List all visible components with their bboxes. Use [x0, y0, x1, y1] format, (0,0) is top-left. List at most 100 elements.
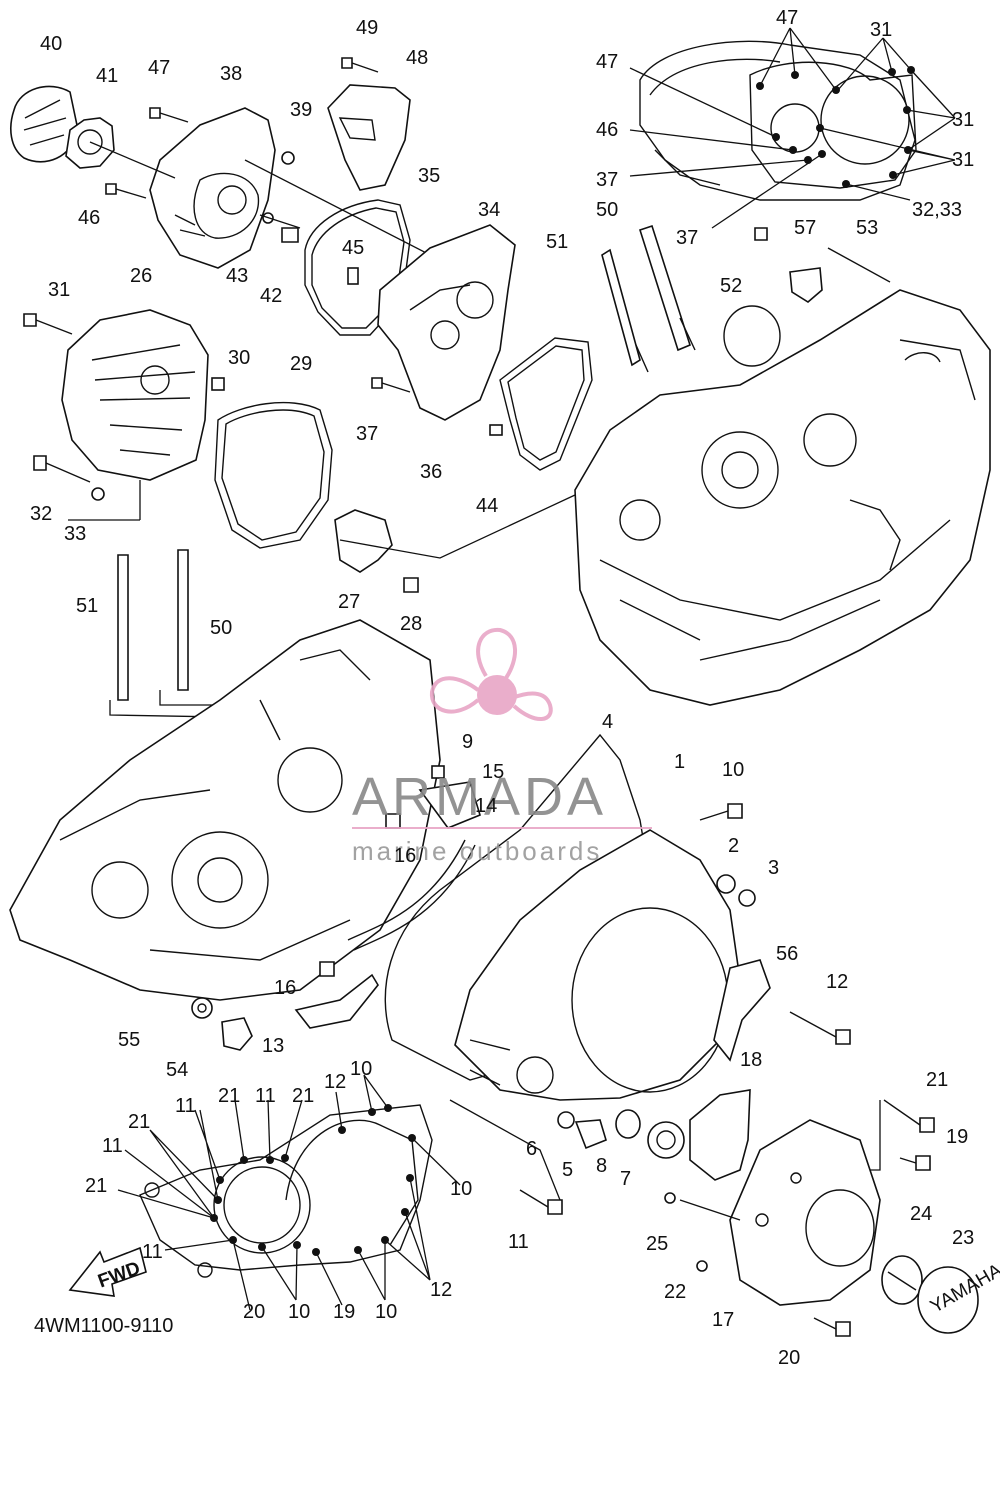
callout-10e: 10 — [375, 1301, 397, 1323]
callout-21b: 21 — [292, 1085, 314, 1107]
callout-28: 28 — [400, 613, 422, 635]
callout-12b: 12 — [324, 1071, 346, 1093]
callout-9: 9 — [462, 731, 473, 753]
callout-37c: 37 — [676, 227, 698, 249]
callout-14: 14 — [475, 795, 497, 817]
callout-53: 53 — [856, 217, 878, 239]
callout-39: 39 — [290, 99, 312, 121]
callout-51b: 51 — [76, 595, 98, 617]
callout-12a: 12 — [826, 971, 848, 993]
cover-bottom-right: YAMAHA — [664, 1099, 1000, 1337]
callout-43: 43 — [226, 265, 248, 287]
callout-48: 48 — [406, 47, 428, 69]
callout-2: 2 — [728, 835, 739, 857]
callout-31c: 31 — [952, 109, 974, 131]
callout-19b: 19 — [333, 1301, 355, 1323]
callout-47c: 47 — [776, 7, 798, 29]
callout-52: 52 — [720, 275, 742, 297]
callout-10a: 10 — [722, 759, 744, 781]
callout-31b: 31 — [870, 19, 892, 41]
part-group-top-left — [10, 85, 441, 269]
callout-44: 44 — [476, 495, 498, 517]
callout-18: 18 — [740, 1049, 762, 1071]
callout-51a: 51 — [546, 231, 568, 253]
callout-26: 26 — [130, 265, 152, 287]
callout-50a: 50 — [596, 199, 618, 221]
callout-42: 42 — [260, 285, 282, 307]
callout-27: 27 — [338, 591, 360, 613]
watermark-tagline: marine outboards — [352, 836, 602, 866]
diagram-code: 4WM1100-9110 — [34, 1315, 173, 1337]
crankcase-cover-center — [294, 733, 851, 1201]
callout-6: 6 — [526, 1138, 537, 1160]
callout-24: 24 — [910, 1203, 932, 1225]
callout-37a: 37 — [356, 423, 378, 445]
callout-41: 41 — [96, 65, 118, 87]
callout-10c: 10 — [450, 1178, 472, 1200]
callout-16b: 16 — [274, 977, 296, 999]
callout-10d: 10 — [288, 1301, 310, 1323]
callout-37b: 37 — [596, 169, 618, 191]
callout-3: 3 — [768, 857, 779, 879]
callout-8: 8 — [596, 1155, 607, 1177]
callout-21e: 21 — [926, 1069, 948, 1091]
callout-5: 5 — [562, 1159, 573, 1181]
callout-11a: 11 — [175, 1095, 196, 1117]
callout-20b: 20 — [778, 1347, 800, 1369]
callout-7: 7 — [620, 1168, 631, 1190]
callout-19a: 19 — [946, 1126, 968, 1148]
watermark: ARMADA marine outboards — [352, 627, 652, 866]
crankcase-left-lower — [9, 549, 441, 1051]
callout-47a: 47 — [148, 57, 170, 79]
callout-11c: 11 — [102, 1135, 123, 1157]
callout-labels: 1 2 3 4 5 6 7 8 9 10 10 10 10 10 10 11 1… — [30, 7, 974, 1369]
callout-46b: 46 — [596, 119, 618, 141]
callout-13: 13 — [262, 1035, 284, 1057]
callout-54: 54 — [166, 1059, 188, 1081]
callout-36: 36 — [420, 461, 442, 483]
callout-55: 55 — [118, 1029, 140, 1051]
callout-16a: 16 — [394, 845, 416, 867]
callout-20a: 20 — [243, 1301, 265, 1323]
engine-block-right — [574, 224, 991, 706]
callout-56: 56 — [776, 943, 798, 965]
callout-30: 30 — [228, 347, 250, 369]
callout-46a: 46 — [78, 207, 100, 229]
callout-11b: 11 — [255, 1085, 276, 1107]
callout-40: 40 — [40, 33, 62, 55]
callout-4: 4 — [602, 711, 613, 733]
callout-1: 1 — [674, 751, 685, 773]
callout-17: 17 — [712, 1309, 734, 1331]
callout-21c: 21 — [128, 1111, 150, 1133]
callout-21d: 21 — [85, 1175, 107, 1197]
callout-31d: 31 — [952, 149, 974, 171]
callout-11d: 11 — [142, 1241, 163, 1263]
callout-23: 23 — [952, 1227, 974, 1249]
callout-32: 32 — [30, 503, 52, 525]
propeller-logo-icon — [429, 627, 553, 721]
callout-32-33: 32,33 — [912, 199, 962, 221]
callout-57: 57 — [794, 217, 816, 239]
callout-12c: 12 — [430, 1279, 452, 1301]
callout-33: 33 — [64, 523, 86, 545]
callout-35: 35 — [418, 165, 440, 187]
callout-47b: 47 — [596, 51, 618, 73]
part-group-top-middle — [304, 57, 593, 471]
callout-15: 15 — [482, 761, 504, 783]
callout-38: 38 — [220, 63, 242, 85]
part-group-left-mid — [23, 309, 576, 593]
callout-45: 45 — [342, 237, 364, 259]
callout-25: 25 — [646, 1233, 668, 1255]
callout-29: 29 — [290, 353, 312, 375]
callout-31a: 31 — [48, 279, 70, 301]
cover-bottom-left — [117, 1074, 461, 1311]
detail-view-top-right — [629, 27, 956, 229]
bolt-11-bottom — [519, 1189, 563, 1215]
callout-22: 22 — [664, 1281, 686, 1303]
callout-49: 49 — [356, 17, 378, 39]
callout-10b: 10 — [350, 1058, 372, 1080]
fwd-arrow-icon: FWD — [68, 1246, 147, 1297]
callout-21a: 21 — [218, 1085, 240, 1107]
